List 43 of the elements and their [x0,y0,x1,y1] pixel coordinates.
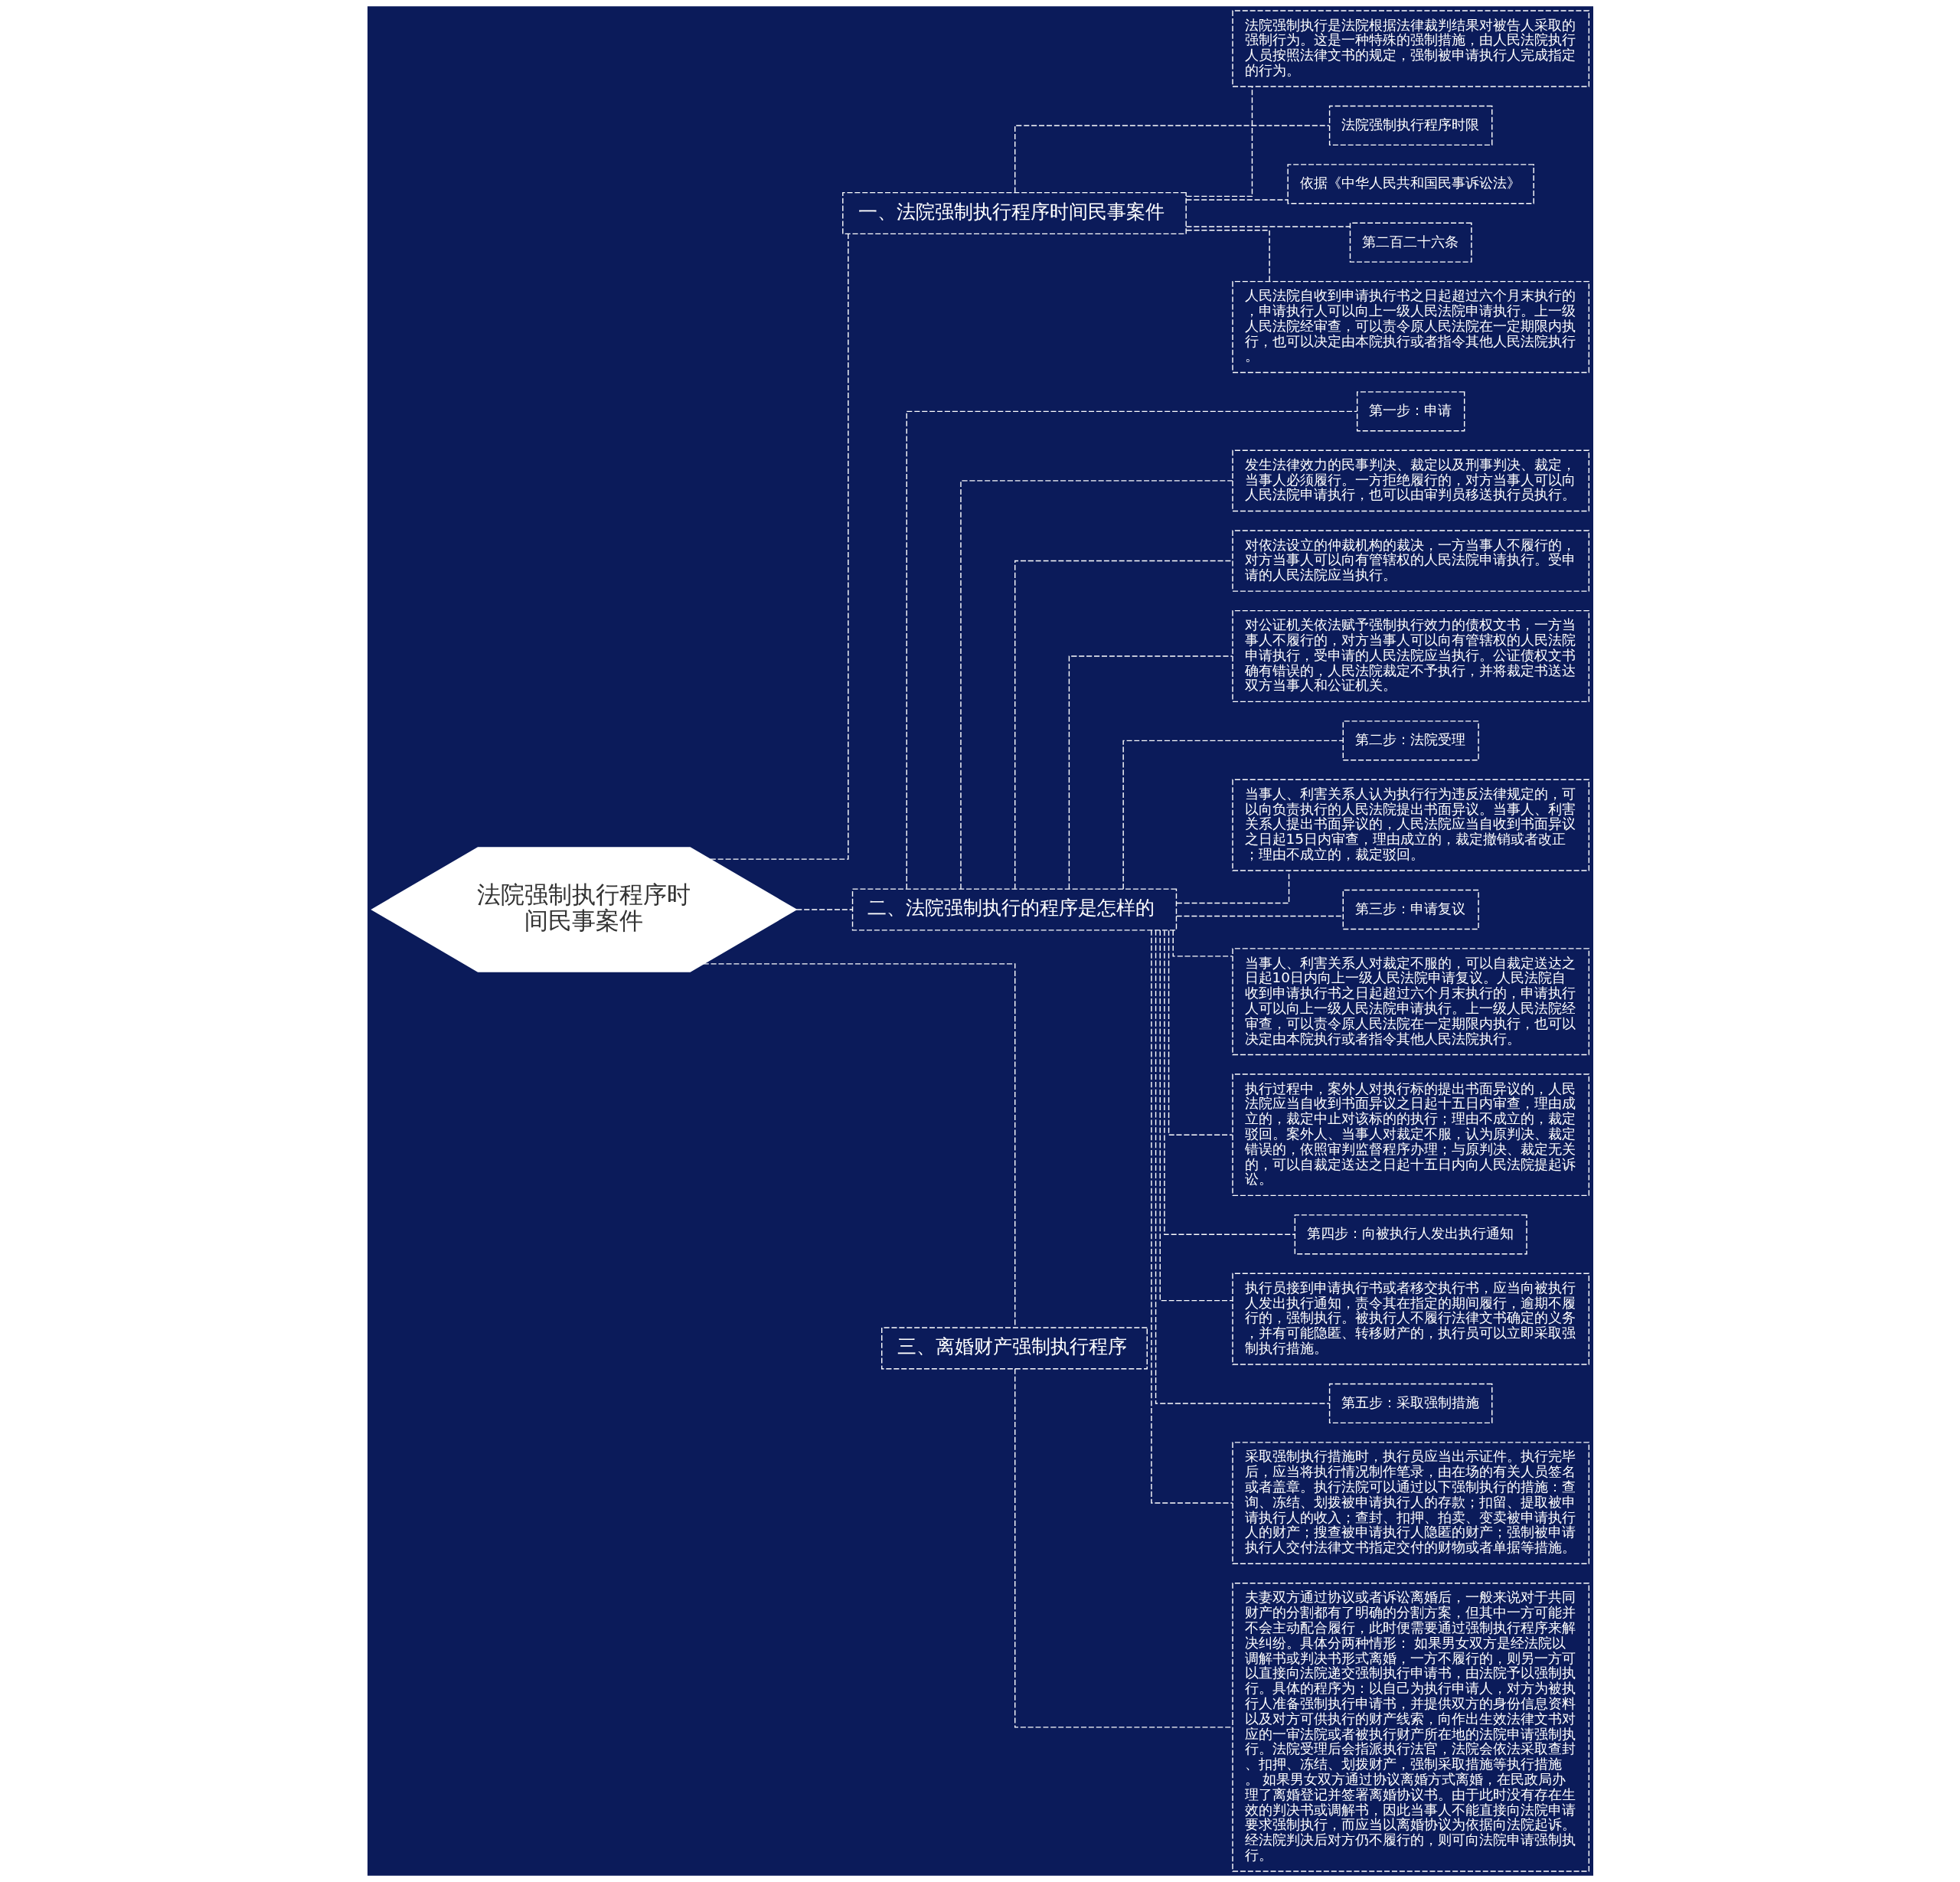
node-box: 法院强制执行程序时限 [1328,105,1492,146]
node-box: 发生法律效力的民事判决、裁定以及刑事判决、裁定，当事人必须履行。一方拒绝履行的，对方当事人可以向人民法院申请执行，也可以由审判员移送执行员执行。 [1231,449,1589,512]
node-box: 依据《中华人民共和国民事诉讼法》 [1286,164,1534,204]
connector [1172,930,1233,957]
connector [1185,199,1289,201]
connector [1185,229,1270,283]
connector [1159,930,1233,1302]
connector [702,963,1015,1328]
node-box: 当事人、利害关系人认为执行行为违反法律规定的，可以向负责执行的人民法院提出书面异议。当事人、利害关系人提出书面异议的，人民法院应当自收到书面异议之日起15日内审查，理由成立的，裁定撤销或者改正；理由不成立的，裁定驳回。 [1231,779,1589,871]
node-box: 第五步：采取强制措施 [1328,1383,1492,1424]
connector [1014,560,1233,890]
connector [1150,930,1233,1504]
connector [1175,870,1289,904]
node-box: 当事人、利害关系人对裁定不服的，可以自裁定送达之日起10日内向上一级人民法院申请复议。人民法院自收到申请执行书之日起超过六个月末执行的，申请执行人可以向上一级人民法院申请执行。上一级人民法院经审查，可以责令原人民法院在一定期限内执行，也可以决定由本院执行或者指令其他人民法院执行。 [1231,948,1589,1056]
connector [1014,125,1330,194]
node-box: 法院强制执行是法院根据法律裁判结果对被告人采取的强制行为。这是一种特殊的强制措施，由人民法院执行人员按照法律文书的规定，强制被申请执行人完成指定的行为。 [1231,10,1589,87]
node-box: 第二步：法院受理 [1342,720,1479,761]
connector [1122,740,1344,890]
node-box: 第一步：申请 [1356,391,1465,432]
connector [1155,930,1330,1404]
node-box: 人民法院自收到申请执行书之日起超过六个月末执行的，申请执行人可以向上一级人民法院申请执行。上一级人民法院经审查，可以责令原人民法院在一定期限内执行，也可以决定由本院执行或者指令其他人民法院执行。 [1231,280,1589,374]
node-box: 夫妻双方通过协议或者诉讼离婚后，一般来说对于共同财产的分割都有了明确的分割方案，但其中一方可能并不会主动配合履行，此时便需要通过强制执行程序来解决纠纷。具体分两种情形： 如果男女双方是经法院以调解书或判决书形式离婚，一方不履行的，则另一方可以直接向法院递交强制执行申请书，由法院予以强制执行。具体的程序为：以自己为执行申请人，对方为被执行人准备强制执行申请书，并提供双方的身份信息资料以及对方可供执行的财产线索，向作出生效法律文书对应的一审法院或者被执行财产所在地的法院申请强制执行。法院受理后会指派执行法官，法院会依法采取查封、扣押、冻结、划拨财产，强制采取措施等执行措施。 如果男女双方通过协议离婚方式离婚，在民政局办理了离婚登记并签署离婚协议书。由于此时没有存在生效的判决书或调解书，因此当事人不能直接向法院申请要求强制执行，而应当以离婚协议为依据向法院起诉。经法院判决后对方仍不履行的，则可向法院申请强制执行。 [1231,1583,1589,1872]
node-box: 二、法院强制执行的程序是怎样的 [851,888,1177,931]
connector [906,410,1357,890]
connector [1163,930,1295,1235]
connector [959,480,1233,890]
node-box: 第四步：向被执行人发出执行通知 [1294,1214,1527,1255]
connector [1185,226,1351,227]
node-box: 对公证机关依法赋予强制执行效力的债权文书，一方当事人不履行的，对方当事人可以向有管辖权的人民法院申请执行，受申请的人民法院应当执行。公证债权文书确有错误的，人民法院裁定不予执行，并将裁定书送达双方当事人和公证机关。 [1231,609,1589,703]
connector [795,909,853,910]
node-box: 第三步：申请复议 [1342,889,1479,930]
node-box: 执行员接到申请执行书或者移交执行书，应当向被执行人发出执行通知，责令其在指定的期间履行，逾期不履行的，强制执行。被执行人不履行法律文书确定的义务，并有可能隐匿、转移财产的，执行员可以立即采取强制执行措施。 [1231,1273,1589,1365]
connector [1068,655,1233,890]
connector [1168,930,1233,1135]
node-box: 一、法院强制执行程序时间民事案件 [841,191,1187,235]
node-box: 采取强制执行措施时，执行员应当出示证件。执行完毕后，应当将执行情况制作笔录，由在场的有关人员签名或者盖章。执行法院可以通过以下强制执行的措施：查询、冻结、划拨被申请执行人的存款；扣留、提取被申请执行人的收入；查封、扣押、拍卖、变卖被申请执行人的财产；搜查被申请执行人隐匿的财产；强制被申请执行人交付法律文书指定交付的财物或者单据等措施。 [1231,1442,1589,1564]
connector [709,233,849,860]
connector [1185,86,1253,198]
node-box: 对依法设立的仲裁机构的裁决，一方当事人不履行的，对方当事人可以向有管辖权的人民法院申请执行。受申请的人民法院应当执行。 [1231,530,1589,592]
node-box: 执行过程中，案外人对执行标的提出书面异议的，人民法院应当自收到书面异议之日起十五日内审查，理由成立的，裁定中止对该标的的执行；理由不成立的，裁定驳回。案外人、当事人对裁定不服，认为原判决、裁定错误的，依照审判监督程序办理；与原判决、裁定无关的，可以自裁定送达之日起十五日内向人民法院提起诉讼。 [1231,1073,1589,1197]
node-box: 第二百二十六条 [1349,222,1472,263]
node-box: 三、离婚财产强制执行程序 [880,1327,1148,1370]
connector [1175,915,1344,917]
